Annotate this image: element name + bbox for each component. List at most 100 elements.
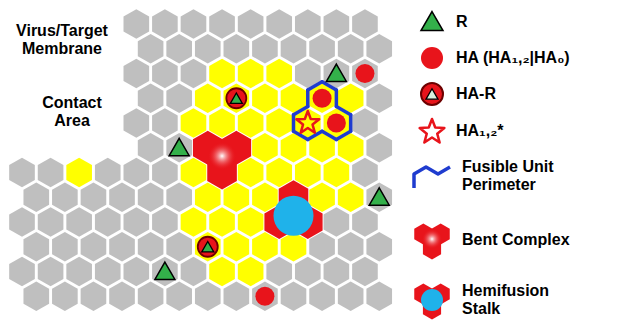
ha-dot: [313, 89, 332, 108]
contact-cell: [224, 232, 250, 262]
bent-icon: [414, 224, 450, 260]
membrane-cell: [309, 34, 335, 64]
stalk-circle: [273, 196, 313, 236]
membrane-cell: [23, 232, 49, 262]
r-icon: [421, 12, 443, 31]
contact-cell: [266, 59, 292, 89]
membrane-cell: [152, 207, 178, 237]
membrane-cell: [181, 59, 207, 89]
perimeter-edge: [336, 107, 350, 115]
legend-label: HA (HA₁,₂|HA₀): [456, 49, 618, 67]
membrane-cell: [338, 34, 364, 64]
bent-glow: [208, 142, 236, 170]
membrane-cell: [38, 207, 64, 237]
membrane-cell: [352, 59, 378, 89]
membrane-cell: [366, 83, 392, 113]
membrane-cell: [181, 9, 207, 39]
membrane-cell: [124, 257, 150, 287]
perimeter-icon: [414, 167, 450, 188]
legend-label: Contact Area: [30, 94, 114, 131]
membrane-cell: [23, 182, 49, 212]
membrane-cell: [238, 9, 264, 39]
membrane-cell: [195, 34, 221, 64]
r-triangle: [369, 188, 389, 205]
membrane-cell: [66, 207, 92, 237]
markers: [155, 64, 389, 306]
perimeter-edge: [292, 115, 296, 132]
membrane-cell: [166, 133, 192, 163]
membrane-cell: [138, 182, 164, 212]
membrane-cell: [366, 182, 392, 212]
membrane-cell: [224, 34, 250, 64]
ha-dot: [327, 114, 346, 133]
stalk-icon: [414, 284, 450, 320]
membrane-cell: [352, 257, 378, 287]
contact-cell: [195, 83, 221, 113]
membrane-cell: [81, 232, 107, 262]
membrane-cell: [124, 158, 150, 188]
contact-cell: [252, 133, 278, 163]
membrane-cell: [152, 9, 178, 39]
r-triangle: [169, 138, 189, 155]
legend-label: Hemifusion Stalk: [462, 282, 572, 319]
ha-star: [296, 111, 319, 133]
membrane-cell: [109, 182, 135, 212]
contact-swatch: [66, 158, 92, 188]
membrane-cell: [352, 108, 378, 138]
membrane-cell: [252, 281, 278, 311]
membrane-cell: [124, 59, 150, 89]
contact-cell: [252, 232, 278, 262]
contact-cell: [181, 158, 207, 188]
membrane-cell: [338, 232, 364, 262]
contact-cell: [209, 108, 235, 138]
membrane-cell: [124, 207, 150, 237]
ha-dot: [255, 287, 274, 306]
membrane-cell: [324, 257, 350, 287]
bent-icon-glow: [422, 229, 442, 249]
contact-cell: [209, 59, 235, 89]
membrane-cell: [324, 207, 350, 237]
perimeter-edge: [336, 131, 350, 139]
perimeter-edge: [322, 82, 336, 90]
perimeter-edge: [308, 82, 322, 90]
membrane-cell: [166, 182, 192, 212]
membrane-cell: [38, 158, 64, 188]
ha-r-triangle: [202, 242, 214, 252]
contact-cell: [324, 158, 350, 188]
membrane-cell: [152, 108, 178, 138]
membrane-cell: [166, 34, 192, 64]
contact-cell: [195, 232, 221, 262]
membrane-cell: [281, 281, 307, 311]
membrane-cell: [366, 281, 392, 311]
contact-cell: [238, 108, 264, 138]
legend-label: Fusible Unit Perimeter: [462, 158, 582, 195]
contact-cell: [281, 232, 307, 262]
contact-cell: [224, 182, 250, 212]
membrane-cell: [152, 257, 178, 287]
ha-r-icon: [421, 83, 443, 105]
membrane-cell: [138, 83, 164, 113]
membrane-cell: [252, 34, 278, 64]
membrane-cell: [38, 257, 64, 287]
membrane-cell: [9, 158, 35, 188]
legend-label: Bent Complex: [462, 231, 612, 249]
membrane-cell: [209, 9, 235, 39]
ha-r-dot: [198, 237, 218, 257]
membrane-cell: [124, 9, 150, 39]
membrane-cell: [338, 281, 364, 311]
ha-r-icon-triangle: [426, 89, 438, 99]
contact-cell: [266, 158, 292, 188]
membrane-cell: [295, 9, 321, 39]
membrane-cell: [309, 232, 335, 262]
contact-cell: [195, 182, 221, 212]
membrane-cell: [295, 257, 321, 287]
perimeter-edge: [306, 90, 310, 107]
membrane-cell: [266, 257, 292, 287]
contact-cell: [238, 59, 264, 89]
fusible-unit-perimeter: [293, 82, 350, 140]
membrane-cell: [138, 133, 164, 163]
r-triangle: [155, 262, 175, 279]
membrane-cell: [352, 158, 378, 188]
membrane-cell: [266, 9, 292, 39]
